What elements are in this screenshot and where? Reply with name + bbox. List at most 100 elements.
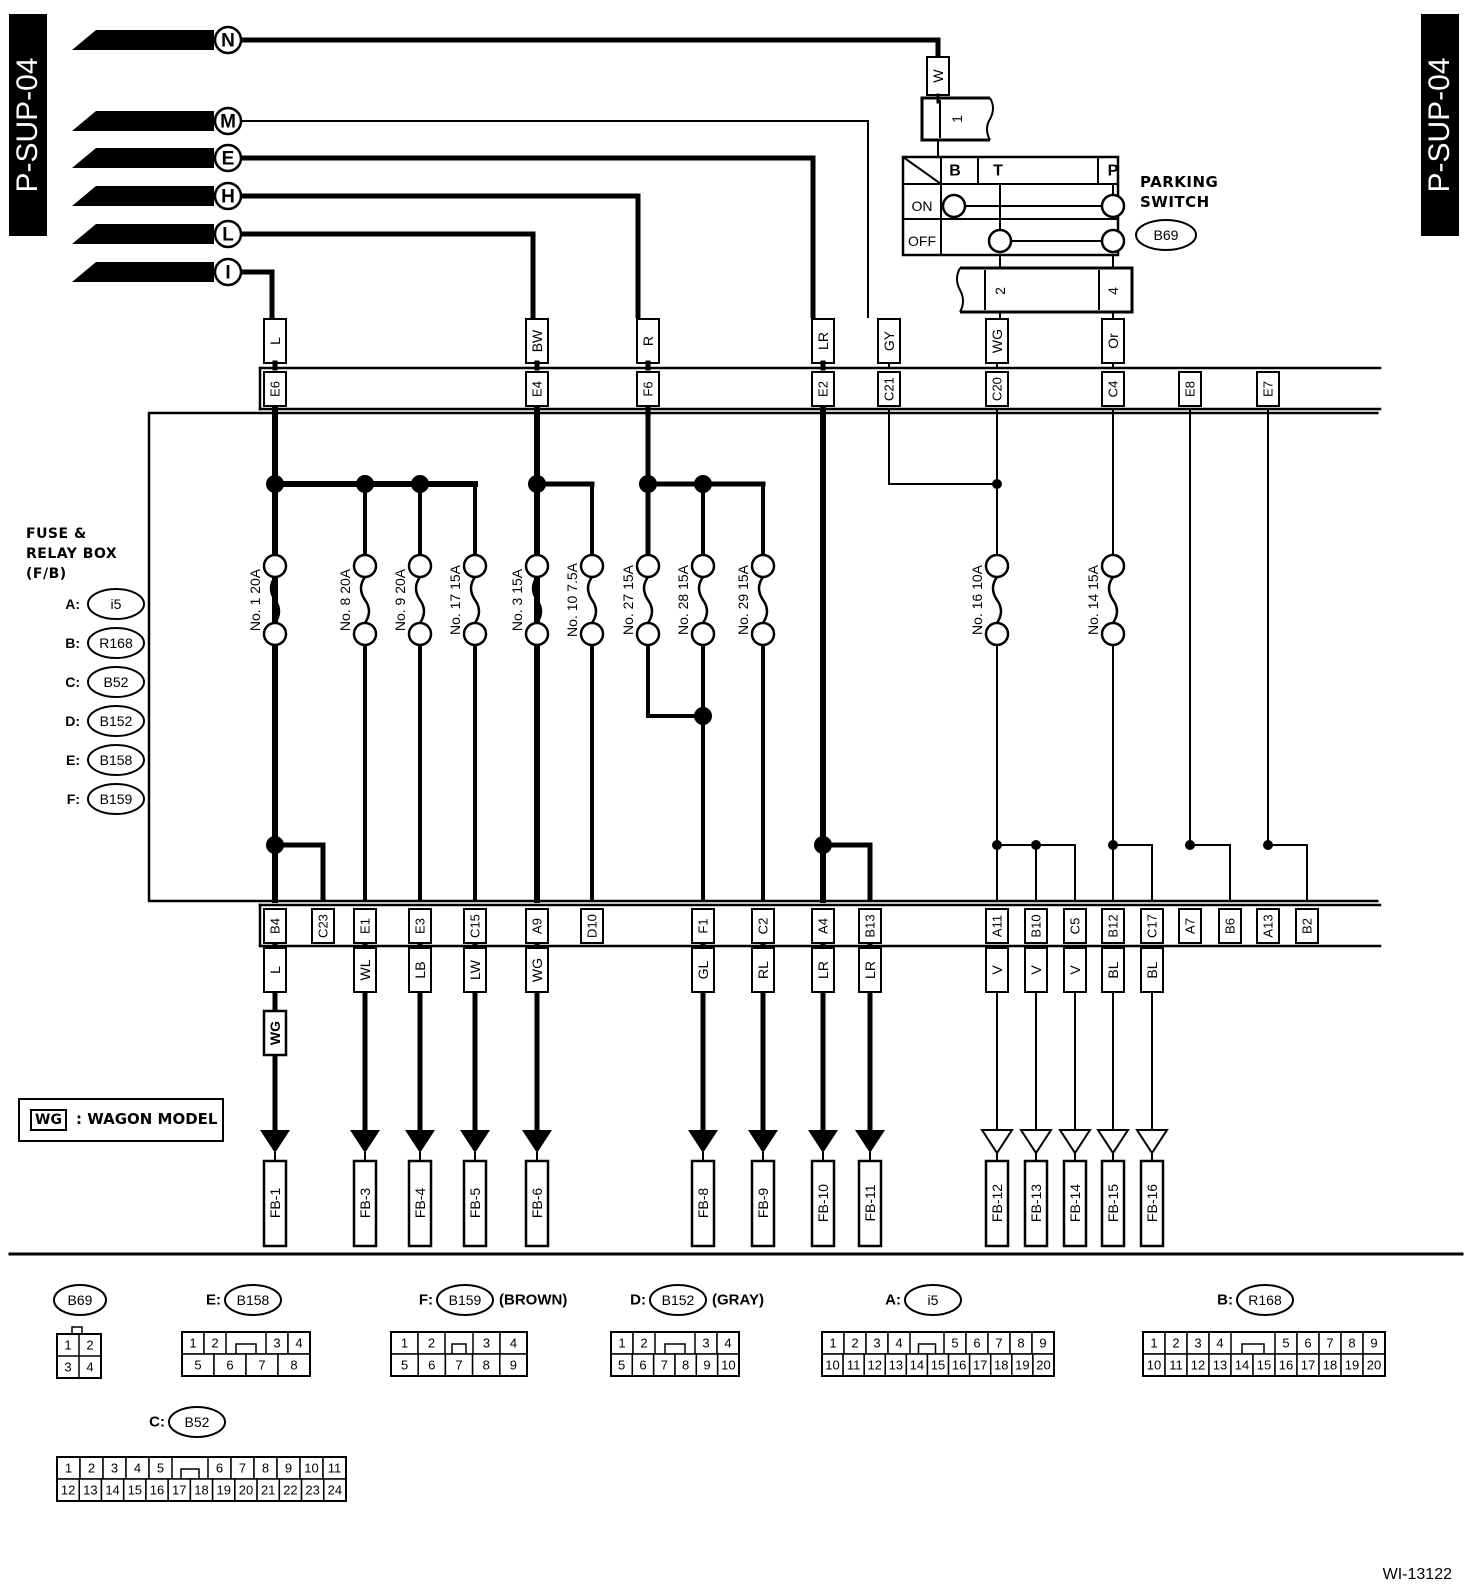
face-b152-pin: 5 bbox=[618, 1358, 625, 1373]
fuse-terminal bbox=[262, 553, 288, 579]
fuse-box-connector-id bbox=[87, 705, 145, 737]
face-b52-pin: 14 bbox=[105, 1483, 119, 1498]
top-pin-label: E4 bbox=[530, 381, 545, 397]
fuse-terminal bbox=[690, 553, 716, 579]
top-pin-cell bbox=[1101, 371, 1125, 407]
face-b159-id-text: B159 bbox=[449, 1292, 482, 1308]
destination-label: FB-10 bbox=[815, 1184, 831, 1222]
top-wire-color-tag-text: L bbox=[267, 337, 283, 345]
wire-m bbox=[241, 120, 869, 318]
face-b159-pin: 6 bbox=[428, 1358, 435, 1373]
fuse-label: No. 9 20A bbox=[392, 568, 408, 631]
incoming-line-tab bbox=[72, 111, 214, 131]
junction-dot bbox=[1185, 840, 1195, 850]
top-pin-cell bbox=[877, 371, 901, 407]
fuse-box-connector-id-text: B52 bbox=[104, 674, 129, 690]
fuse-terminal bbox=[635, 553, 661, 579]
junction-dot bbox=[694, 707, 712, 725]
face-b69-pin: 4 bbox=[86, 1360, 93, 1375]
parking-switch-connector-text: B69 bbox=[1154, 227, 1179, 243]
fuse-label: No. 10 7.5A bbox=[564, 562, 580, 637]
face-r168-pin: 2 bbox=[1172, 1336, 1179, 1351]
bottom-wire-color-tag-text: LR bbox=[862, 961, 878, 979]
face-i5-pin: 4 bbox=[895, 1336, 902, 1351]
face-b52-pin: 16 bbox=[150, 1483, 164, 1498]
face-i5-pin: 19 bbox=[1015, 1358, 1029, 1373]
bottom-pin-cell bbox=[1024, 908, 1048, 944]
fuse-box-connector-id-text: R168 bbox=[99, 635, 133, 651]
bus-bl-lower bbox=[1113, 844, 1153, 900]
terminal-letter: N bbox=[221, 31, 235, 52]
face-b158-latch bbox=[235, 1343, 257, 1354]
arrow-head bbox=[260, 1130, 290, 1153]
bus-a13-lower bbox=[1268, 844, 1308, 900]
bottom-wire-color-tag-text: BL bbox=[1105, 961, 1121, 978]
bottom-wire-color-tag bbox=[691, 947, 715, 993]
bottom-wire-color-tag-text: LW bbox=[467, 959, 483, 980]
switch-contact bbox=[1100, 193, 1126, 219]
destination-label: FB-12 bbox=[989, 1184, 1005, 1222]
face-b158-pin: 4 bbox=[295, 1336, 302, 1351]
face-b152-pin: 1 bbox=[618, 1336, 625, 1351]
incoming-line-tab bbox=[72, 148, 214, 168]
incoming-line-ref: P-SUP-03 bbox=[141, 227, 200, 242]
switch-contact bbox=[987, 228, 1013, 254]
face-b52-pin: 18 bbox=[194, 1483, 208, 1498]
face-b152-pin: 9 bbox=[703, 1358, 710, 1373]
bottom-pin-label: A11 bbox=[990, 915, 1005, 937]
legend-tag: WG bbox=[30, 1109, 67, 1131]
face-r168-pin: 16 bbox=[1279, 1358, 1293, 1373]
face-b52-pin: 15 bbox=[128, 1483, 142, 1498]
face-r168-pin: 9 bbox=[1370, 1336, 1377, 1351]
face-i5-pin: 20 bbox=[1036, 1358, 1050, 1373]
destination-label: FB-15 bbox=[1105, 1184, 1121, 1222]
face-b152-id-text: B152 bbox=[662, 1292, 695, 1308]
bottom-pin-label: B6 bbox=[1223, 918, 1238, 934]
bottom-pin-label: A13 bbox=[1261, 914, 1276, 937]
destination-box bbox=[352, 1159, 378, 1248]
fuse-box-connector-letter: B: bbox=[65, 635, 80, 651]
bottom-wire-color-tag bbox=[353, 947, 377, 993]
junction-dot bbox=[1108, 840, 1118, 850]
top-pin-label: E8 bbox=[1183, 381, 1198, 397]
face-r168-pin: 5 bbox=[1282, 1336, 1289, 1351]
top-pin-label: E6 bbox=[268, 381, 283, 397]
arrow-head bbox=[1135, 1129, 1169, 1155]
bottom-pin-label: C23 bbox=[316, 914, 331, 938]
bottom-pin-cell bbox=[1295, 908, 1319, 944]
wire-e bbox=[241, 155, 816, 318]
switch-contact bbox=[1100, 228, 1126, 254]
face-i5-pin: 7 bbox=[995, 1336, 1002, 1351]
bottom-pin-cell bbox=[751, 908, 775, 944]
destination-box bbox=[690, 1159, 716, 1248]
face-b152-pin: 8 bbox=[682, 1358, 689, 1373]
fuse-label: No. 27 15A bbox=[620, 564, 636, 635]
parking-switch-connector bbox=[1135, 219, 1197, 251]
face-b52-pin: 9 bbox=[285, 1461, 292, 1476]
bottom-pin-cell bbox=[1178, 908, 1202, 944]
destination-box bbox=[810, 1159, 836, 1248]
fuse-label: No. 14 15A bbox=[1085, 564, 1101, 635]
parking-switch-top-pin: 1 bbox=[949, 115, 965, 123]
bottom-pin-label: B2 bbox=[1300, 918, 1315, 934]
fuse-label: No. 1 20A bbox=[247, 568, 263, 631]
fuse-box-connector-letter: C: bbox=[65, 674, 80, 690]
destination-label: FB-9 bbox=[755, 1188, 771, 1219]
fuse-terminal bbox=[262, 621, 288, 647]
fuse-box-title-line3: (F/B) bbox=[26, 566, 67, 582]
face-i5-pin: 6 bbox=[973, 1336, 980, 1351]
face-b159-outline bbox=[390, 1331, 528, 1377]
bottom-pin-label: E3 bbox=[413, 918, 428, 934]
arrow-head bbox=[688, 1130, 718, 1153]
face-i5-id-text: i5 bbox=[928, 1292, 939, 1308]
fuse-terminal bbox=[1100, 553, 1126, 579]
destination-box bbox=[262, 1159, 288, 1248]
face-i5-prefix: A: bbox=[885, 1292, 901, 1309]
fuse-terminal bbox=[579, 621, 605, 647]
parking-switch-title-line1: PARKING bbox=[1140, 173, 1219, 191]
wagon-only-tag bbox=[262, 1009, 288, 1057]
face-b52-pin: 7 bbox=[239, 1461, 246, 1476]
bottom-pin-cell bbox=[353, 908, 377, 944]
destination-box bbox=[407, 1159, 433, 1248]
face-r168-pin: 11 bbox=[1169, 1358, 1183, 1373]
